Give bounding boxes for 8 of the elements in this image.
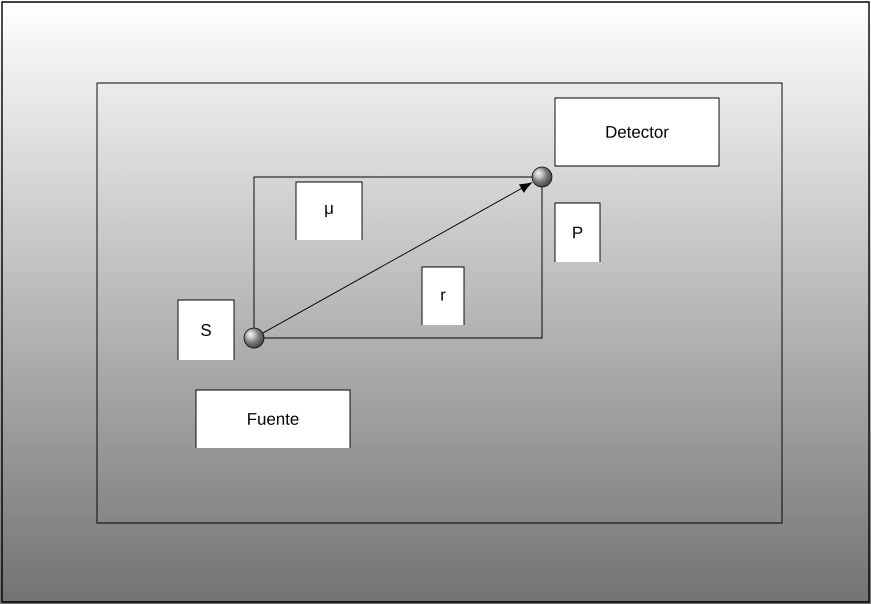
label-box: S — [178, 300, 234, 360]
point-marker — [244, 328, 264, 348]
label-box: Fuente — [196, 390, 350, 448]
label-box: r — [422, 266, 464, 326]
label-box: μ — [296, 182, 362, 240]
label-box: Detector — [554, 98, 720, 166]
point-marker — [532, 166, 552, 188]
label-box: P — [554, 202, 600, 262]
